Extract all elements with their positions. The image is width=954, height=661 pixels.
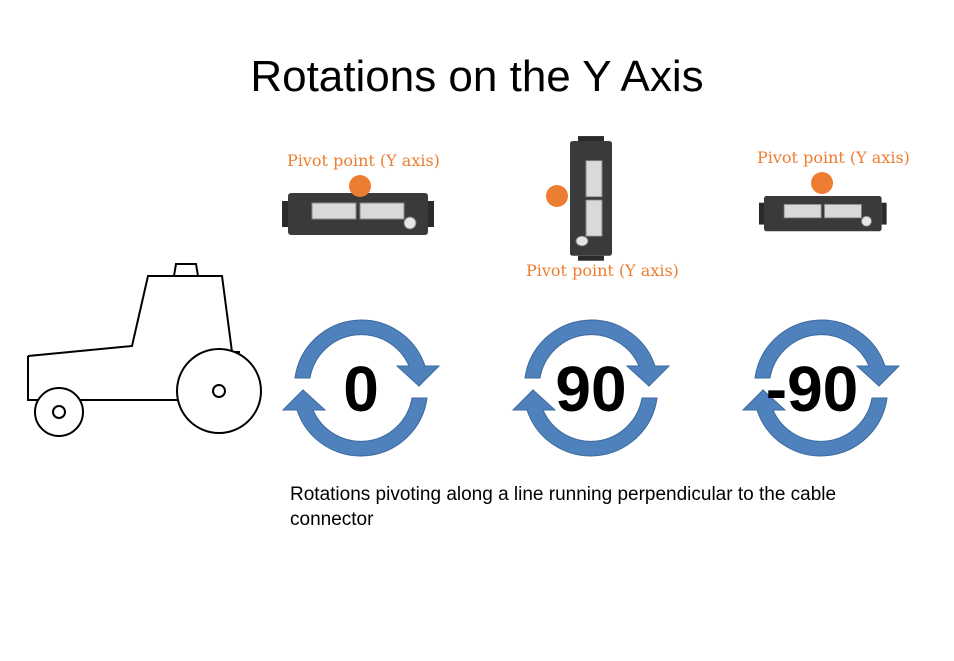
rotation-value-90: 90 bbox=[555, 353, 626, 425]
rotation-value-neg90: -90 bbox=[766, 353, 859, 425]
ecu-module-0 bbox=[281, 192, 435, 236]
pivot-point-0 bbox=[349, 175, 371, 197]
pivot-label-0: Pivot point (Y axis) bbox=[287, 151, 440, 170]
pivot-point-90 bbox=[546, 185, 568, 207]
rotation-value-0: 0 bbox=[343, 353, 379, 425]
pivot-label-90: Pivot point (Y axis) bbox=[526, 261, 679, 280]
ecu-module-90 bbox=[569, 135, 613, 262]
pivot-label-neg90: Pivot point (Y axis) bbox=[757, 148, 910, 167]
tractor-outline-icon bbox=[27, 263, 262, 437]
ecu-module-neg90 bbox=[758, 195, 888, 232]
rotation-arrow-icon bbox=[511, 319, 671, 457]
caption: Rotations pivoting along a line running … bbox=[290, 484, 837, 530]
rotation-arrow-icon bbox=[741, 319, 901, 457]
slide-title: Rotations on the Y Axis bbox=[250, 52, 704, 101]
pivot-point-neg90 bbox=[811, 172, 833, 194]
rotation-arrow-icon bbox=[281, 319, 441, 457]
